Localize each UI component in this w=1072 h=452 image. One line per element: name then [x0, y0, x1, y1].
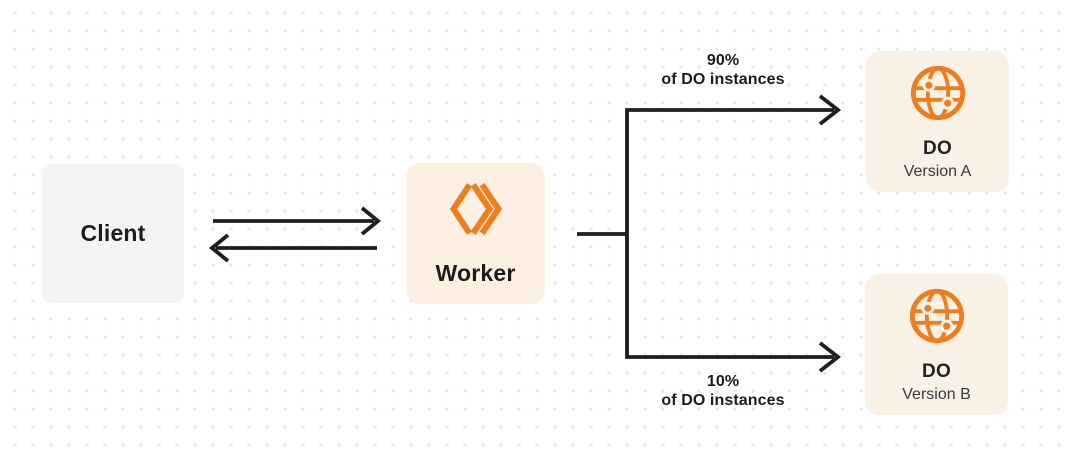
branch-90-percent: 90%	[706, 52, 740, 69]
durable-object-globe-icon	[909, 64, 967, 122]
do-version-b-node: DO Version B	[865, 274, 1008, 415]
do-a-title: DO	[922, 138, 953, 159]
client-label: Client	[80, 220, 146, 246]
branch-90-caption: of DO instances	[661, 71, 785, 88]
branch-10-caption: of DO instances	[661, 392, 785, 409]
worker-label: Worker	[435, 259, 516, 286]
branch-10-label: 10% of DO instances	[625, 372, 821, 410]
cloudflare-workers-logo-icon	[449, 181, 503, 237]
worker-node: Worker	[406, 163, 545, 304]
worker-to-client-arrowhead-icon	[208, 233, 230, 263]
branch-10-arrowhead-icon	[818, 341, 842, 373]
client-to-worker-arrowhead-icon	[360, 206, 382, 236]
branch-90-arrowhead-icon	[818, 94, 842, 126]
branch-10-percent: 10%	[706, 373, 740, 390]
branch-90-label: 90% of DO instances	[625, 51, 821, 89]
do-version-a-node: DO Version A	[866, 51, 1009, 192]
do-b-title: DO	[921, 361, 952, 382]
client-node: Client	[42, 164, 184, 303]
do-a-subtitle: Version A	[903, 163, 972, 180]
branch-split-line	[625, 108, 834, 359]
do-b-subtitle: Version B	[902, 386, 971, 403]
durable-object-globe-icon	[908, 287, 966, 345]
